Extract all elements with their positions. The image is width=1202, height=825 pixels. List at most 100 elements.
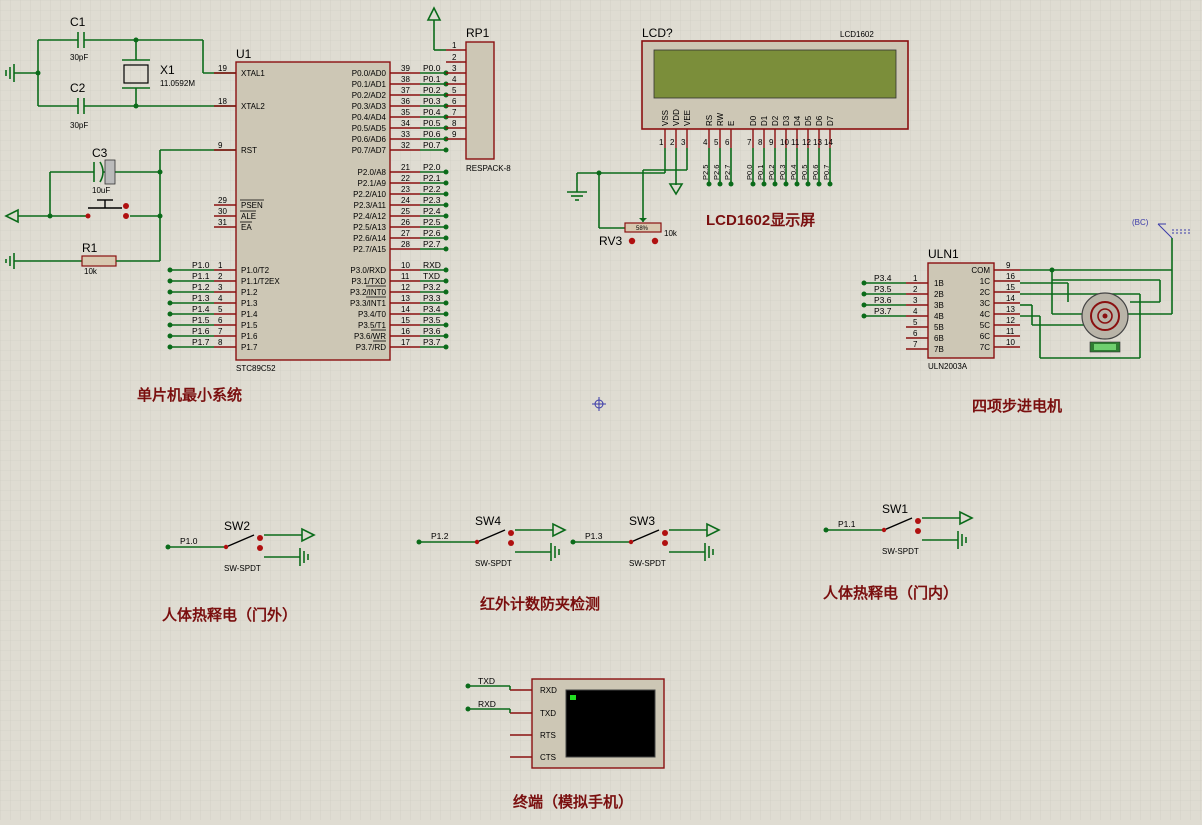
lcd-pin-number: 1 [659,138,664,147]
net-label: P0.4 [789,165,798,180]
mcu-pin-number: 25 [401,207,410,216]
net-label: P0.1 [756,165,765,180]
net-label: P0.2 [767,165,776,180]
mcu-pin-label: P2.7/A15 [353,245,386,254]
mcu-pin-label: ALE [241,212,256,221]
junction-dot [728,181,734,187]
lcd-pin-label: VDD [672,109,681,126]
lcd-pin-label: D2 [771,115,780,126]
mcu-pin-label: P0.6/AD6 [352,135,387,144]
mcu-pin-label: P3.3/INT1 [350,299,387,308]
mcu-pin-number: 31 [218,218,227,227]
terminal-pin-label: CTS [540,753,556,762]
net-label: P1.6 [192,326,210,336]
lcd-pin-label: RW [716,112,725,126]
switch-contact [662,530,668,536]
net-label: P0.2 [423,85,441,95]
net-label: P2.7 [423,239,441,249]
junction-dot [167,300,173,306]
lcd-pin-label: D6 [815,115,824,126]
uln-pin-label: 1C [980,277,990,286]
junction-dot [827,181,833,187]
junction-dot [443,267,449,273]
terminal-pin-label: RXD [540,686,557,695]
mcu-pin-number: 7 [218,327,223,336]
mcu-pin-label: P2.4/A12 [353,212,386,221]
mcu-pin-label: P2.0/A8 [358,168,387,177]
net-label: P1.1 [192,271,210,281]
net-label: P3.3 [423,293,441,303]
sw4-ref: SW4 [475,514,501,528]
switch-contact [257,535,263,541]
mcu-pin-number: 18 [218,97,227,106]
junction-dot [443,169,449,175]
mcu-pin-number: 8 [218,338,223,347]
switch-contact [881,527,887,533]
uln-pin-number: 11 [1006,327,1015,336]
net-label: P2.0 [423,162,441,172]
uln-pin-label: 6B [934,334,944,343]
net-label: P0.1 [423,74,441,84]
junction-dot [443,311,449,317]
net-label: P1.1 [838,519,856,529]
c2-value: 30pF [70,121,88,130]
mcu-pin-number: 21 [401,163,410,172]
net-label: P2.5 [701,165,710,180]
mcu-pin-number: 16 [401,327,410,336]
lcd-pin-label: D5 [804,115,813,126]
lcd-pin-number: 4 [703,138,708,147]
mcu-pin-label: P0.0/AD0 [352,69,387,78]
lcd-pin-number: 9 [769,138,774,147]
uln-pin-number: 15 [1006,283,1015,292]
mcu-pin-label: XTAL1 [241,69,265,78]
junction-dot [443,235,449,241]
c3-value: 10uF [92,186,110,195]
lcd-pin-number: 8 [758,138,763,147]
power-terminal [301,527,316,543]
c2-ref: C2 [70,81,86,95]
title-stepper: 四项步进电机 [972,397,1062,415]
c3-ref: C3 [92,146,108,160]
terminal-screen [565,689,656,758]
title-pir-in: 人体热释电（门内） [823,584,958,602]
net-label: P1.2 [431,531,449,541]
rv3-ref: RV3 [599,234,622,248]
mcu-pin-label: P3.1/TXD [351,277,386,286]
uln-pin-number: 3 [913,296,918,305]
mcu-pin-number: 24 [401,196,410,205]
junction-dot [861,313,867,319]
junction-dot [167,267,173,273]
junction-dot [443,224,449,230]
uln-pin-number: 7 [913,340,918,349]
net-label: P3.5 [423,315,441,325]
lcd-1602: LCD? LCD1602 VSS1VDD2VEE3RS4RW5E6D07D18D… [567,26,909,248]
mcu-pin-number: 1 [218,261,223,270]
junction-dot [750,181,756,187]
net-label: P3.4 [874,273,892,283]
mcu-pin-label: P0.2/AD2 [352,91,387,100]
mcu-pin-number: 14 [401,305,410,314]
mcu-pin-label: P1.7 [241,343,258,352]
x1-value: 11.0592M [160,79,195,88]
mcu-pin-number: 15 [401,316,410,325]
mcu-pin-number: 33 [401,130,410,139]
sw3-ref: SW3 [629,514,655,528]
mcu-pin-number: 26 [401,218,410,227]
lcd-pin-label: E [727,121,736,126]
switch-contact [508,540,514,546]
junction-dot [570,539,576,545]
junction-dot [761,181,767,187]
rp1-ref: RP1 [466,26,490,40]
sw4-part: SW-SPDT [475,559,512,568]
junction-dot [861,280,867,286]
terminal-pin-label: RTS [540,731,556,740]
lcd-pin-number: 11 [791,138,800,147]
uln-pin-number: 9 [1006,261,1011,270]
junction-dot [443,246,449,252]
junction-dot [443,180,449,186]
net-label: P0.3 [423,96,441,106]
mcu-pin-label: PSEN [241,201,263,210]
junction-dot [443,344,449,350]
